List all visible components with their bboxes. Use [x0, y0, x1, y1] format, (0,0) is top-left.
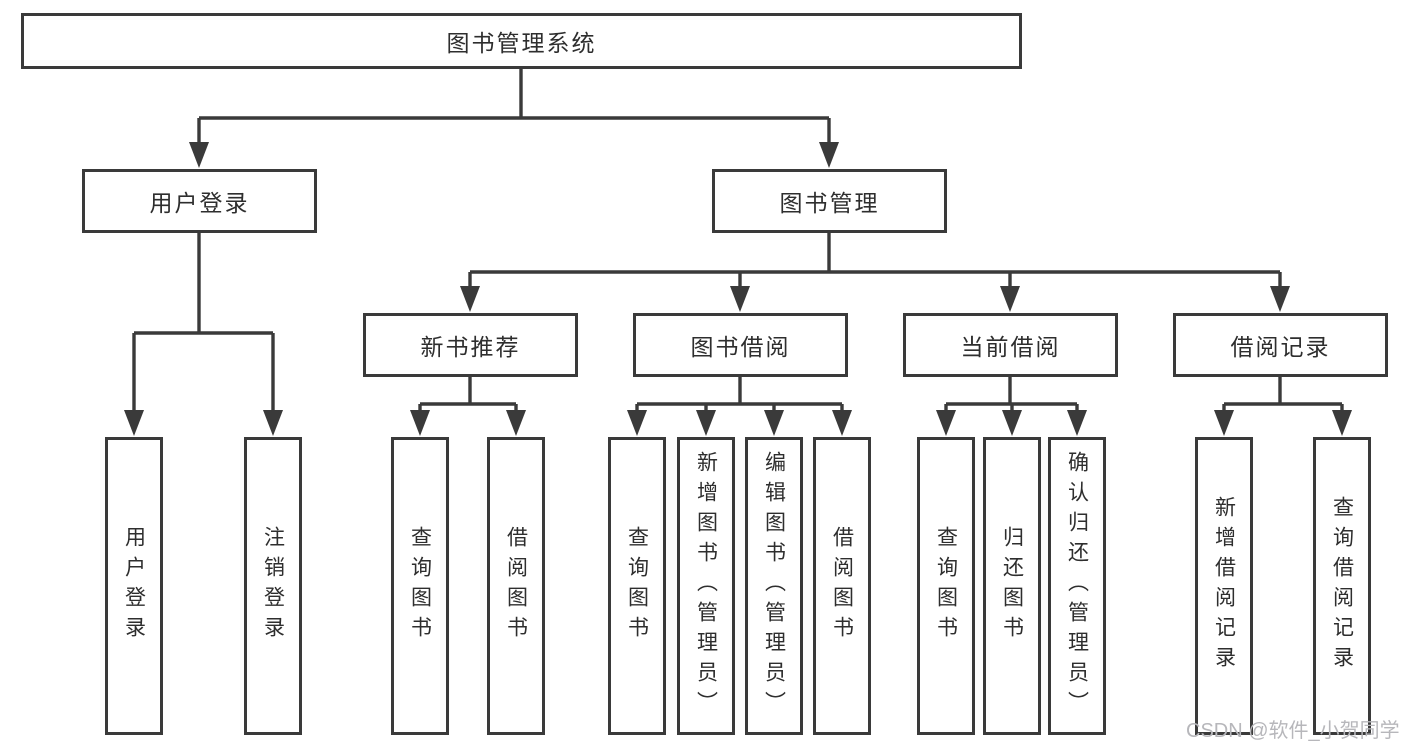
node-new-book-recommend-label: 新书推荐 — [420, 334, 521, 360]
node-current-borrow-label: 当前借阅 — [960, 334, 1061, 360]
node-leaf-borrow-books-label: 借阅图书 — [830, 526, 854, 646]
node-leaf-borrow-books: 借阅图书 — [813, 437, 871, 735]
node-leaf-add-borrow-record-label: 新增借阅记录 — [1212, 496, 1236, 676]
node-leaf-query-books-current-label: 查询图书 — [934, 526, 958, 646]
node-leaf-query-books-borrow-label: 查询图书 — [625, 526, 649, 646]
node-leaf-add-book-admin: 新增图书（管理员） — [677, 437, 735, 735]
node-leaf-logout-label: 注销登录 — [261, 526, 285, 646]
node-leaf-borrow-books-recommend-label: 借阅图书 — [504, 526, 528, 646]
node-user-login: 用户登录 — [82, 169, 317, 233]
node-leaf-user-login-label: 用户登录 — [122, 526, 146, 646]
node-leaf-add-book-admin-label: 新增图书（管理员） — [694, 451, 718, 721]
node-new-book-recommend: 新书推荐 — [363, 313, 578, 377]
node-leaf-add-borrow-record: 新增借阅记录 — [1195, 437, 1253, 735]
node-leaf-edit-book-admin-label: 编辑图书（管理员） — [762, 451, 786, 721]
node-leaf-borrow-books-recommend: 借阅图书 — [487, 437, 545, 735]
connector-current-to-leaves — [944, 377, 1079, 414]
node-root: 图书管理系统 — [21, 13, 1022, 69]
connector-recommend-to-leaves — [418, 377, 518, 414]
node-leaf-return-books: 归还图书 — [983, 437, 1041, 735]
node-leaf-query-books-current: 查询图书 — [917, 437, 975, 735]
node-root-label: 图书管理系统 — [446, 30, 597, 56]
connector-user-login-to-leaves — [132, 233, 275, 414]
node-leaf-query-books-borrow: 查询图书 — [608, 437, 666, 735]
node-leaf-confirm-return-admin-label: 确认归还（管理员） — [1065, 451, 1089, 721]
node-book-management: 图书管理 — [712, 169, 947, 233]
node-book-borrow-label: 图书借阅 — [690, 334, 791, 360]
node-leaf-edit-book-admin: 编辑图书（管理员） — [745, 437, 803, 735]
node-leaf-query-borrow-record-label: 查询借阅记录 — [1330, 496, 1354, 676]
node-borrow-records: 借阅记录 — [1173, 313, 1388, 377]
arrowheads — [124, 142, 1352, 436]
csdn-watermark: CSDN @软件_小贺同学 — [1186, 720, 1400, 742]
node-current-borrow: 当前借阅 — [903, 313, 1118, 377]
node-leaf-logout: 注销登录 — [244, 437, 302, 735]
node-leaf-query-borrow-record: 查询借阅记录 — [1313, 437, 1371, 735]
node-borrow-records-label: 借阅记录 — [1230, 334, 1331, 360]
connector-book-mgmt-to-level3 — [468, 233, 1282, 290]
connector-borrow-to-leaves — [635, 377, 844, 414]
node-leaf-confirm-return-admin: 确认归还（管理员） — [1048, 437, 1106, 735]
node-book-borrow: 图书借阅 — [633, 313, 848, 377]
connector-root-to-level2 — [197, 69, 831, 146]
node-leaf-query-books-recommend-label: 查询图书 — [408, 526, 432, 646]
connector-records-to-leaves — [1222, 377, 1344, 414]
node-leaf-user-login: 用户登录 — [105, 437, 163, 735]
node-book-management-label: 图书管理 — [779, 190, 880, 216]
node-user-login-label: 用户登录 — [149, 190, 250, 216]
node-leaf-return-books-label: 归还图书 — [1000, 526, 1024, 646]
node-leaf-query-books-recommend: 查询图书 — [391, 437, 449, 735]
